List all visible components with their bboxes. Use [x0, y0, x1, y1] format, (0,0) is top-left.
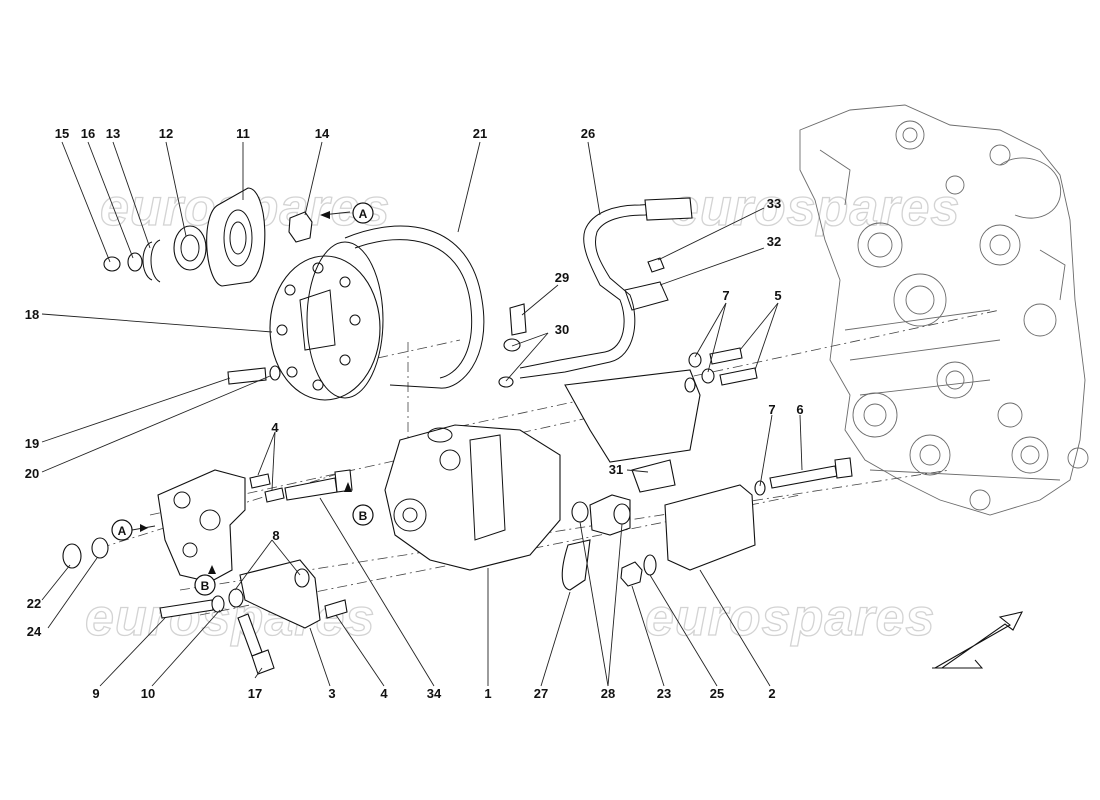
part-label-11: 11 — [236, 126, 250, 141]
part-label-9: 9 — [92, 686, 99, 701]
part-label-7-upper: 7 — [722, 288, 729, 303]
ref-b-center: B — [344, 482, 374, 526]
part-label-28: 28 — [601, 686, 615, 701]
ref-a-top: A — [320, 202, 374, 224]
part-label-4-upper: 4 — [271, 420, 279, 435]
part-label-14: 14 — [315, 126, 330, 141]
part-label-22: 22 — [27, 596, 41, 611]
part-label-5: 5 — [774, 288, 781, 303]
part-label-25: 25 — [710, 686, 724, 701]
part-label-31: 31 — [609, 462, 623, 477]
part-label-10: 10 — [141, 686, 155, 701]
part-label-6: 6 — [796, 402, 803, 417]
part-label-18: 18 — [25, 307, 39, 322]
part-label-29: 29 — [555, 270, 569, 285]
part-label-21: 21 — [473, 126, 487, 141]
ref-b-left-label: B — [201, 579, 210, 593]
part-label-33: 33 — [767, 196, 781, 211]
part-label-32: 32 — [767, 234, 781, 249]
part-label-13: 13 — [106, 126, 120, 141]
ref-a-top-label: A — [359, 207, 368, 221]
part-label-1: 1 — [484, 686, 491, 701]
ref-b-center-label: B — [359, 509, 368, 523]
part-label-17: 17 — [248, 686, 262, 701]
ref-a-left: A — [111, 519, 148, 541]
part-label-3: 3 — [328, 686, 335, 701]
watermark-top-right: eurospares — [670, 179, 960, 237]
part-label-26: 26 — [581, 126, 595, 141]
part-drawings — [62, 187, 1024, 675]
part-label-34: 34 — [427, 686, 442, 701]
part-label-15: 15 — [55, 126, 69, 141]
part-labels: 15 16 13 12 11 14 21 26 33 32 29 30 7 5 … — [25, 126, 804, 701]
engine-block-drawing — [799, 104, 1089, 516]
part-label-23: 23 — [657, 686, 671, 701]
part-label-16: 16 — [81, 126, 95, 141]
part-label-30: 30 — [555, 322, 569, 337]
watermark-bottom-right: eurospares — [645, 589, 935, 647]
part-label-8: 8 — [272, 528, 279, 543]
leader-lines — [41, 141, 803, 687]
ref-b-left: B — [194, 565, 216, 596]
part-label-24: 24 — [27, 624, 42, 639]
part-label-19: 19 — [25, 436, 39, 451]
part-label-27: 27 — [534, 686, 548, 701]
part-label-20: 20 — [25, 466, 39, 481]
reference-markers: A A B B — [111, 202, 374, 596]
part-label-2: 2 — [768, 686, 775, 701]
part-label-12: 12 — [159, 126, 173, 141]
part-label-4-lower: 4 — [380, 686, 388, 701]
ref-a-left-label: A — [118, 524, 127, 538]
part-label-7-lower: 7 — [768, 402, 775, 417]
